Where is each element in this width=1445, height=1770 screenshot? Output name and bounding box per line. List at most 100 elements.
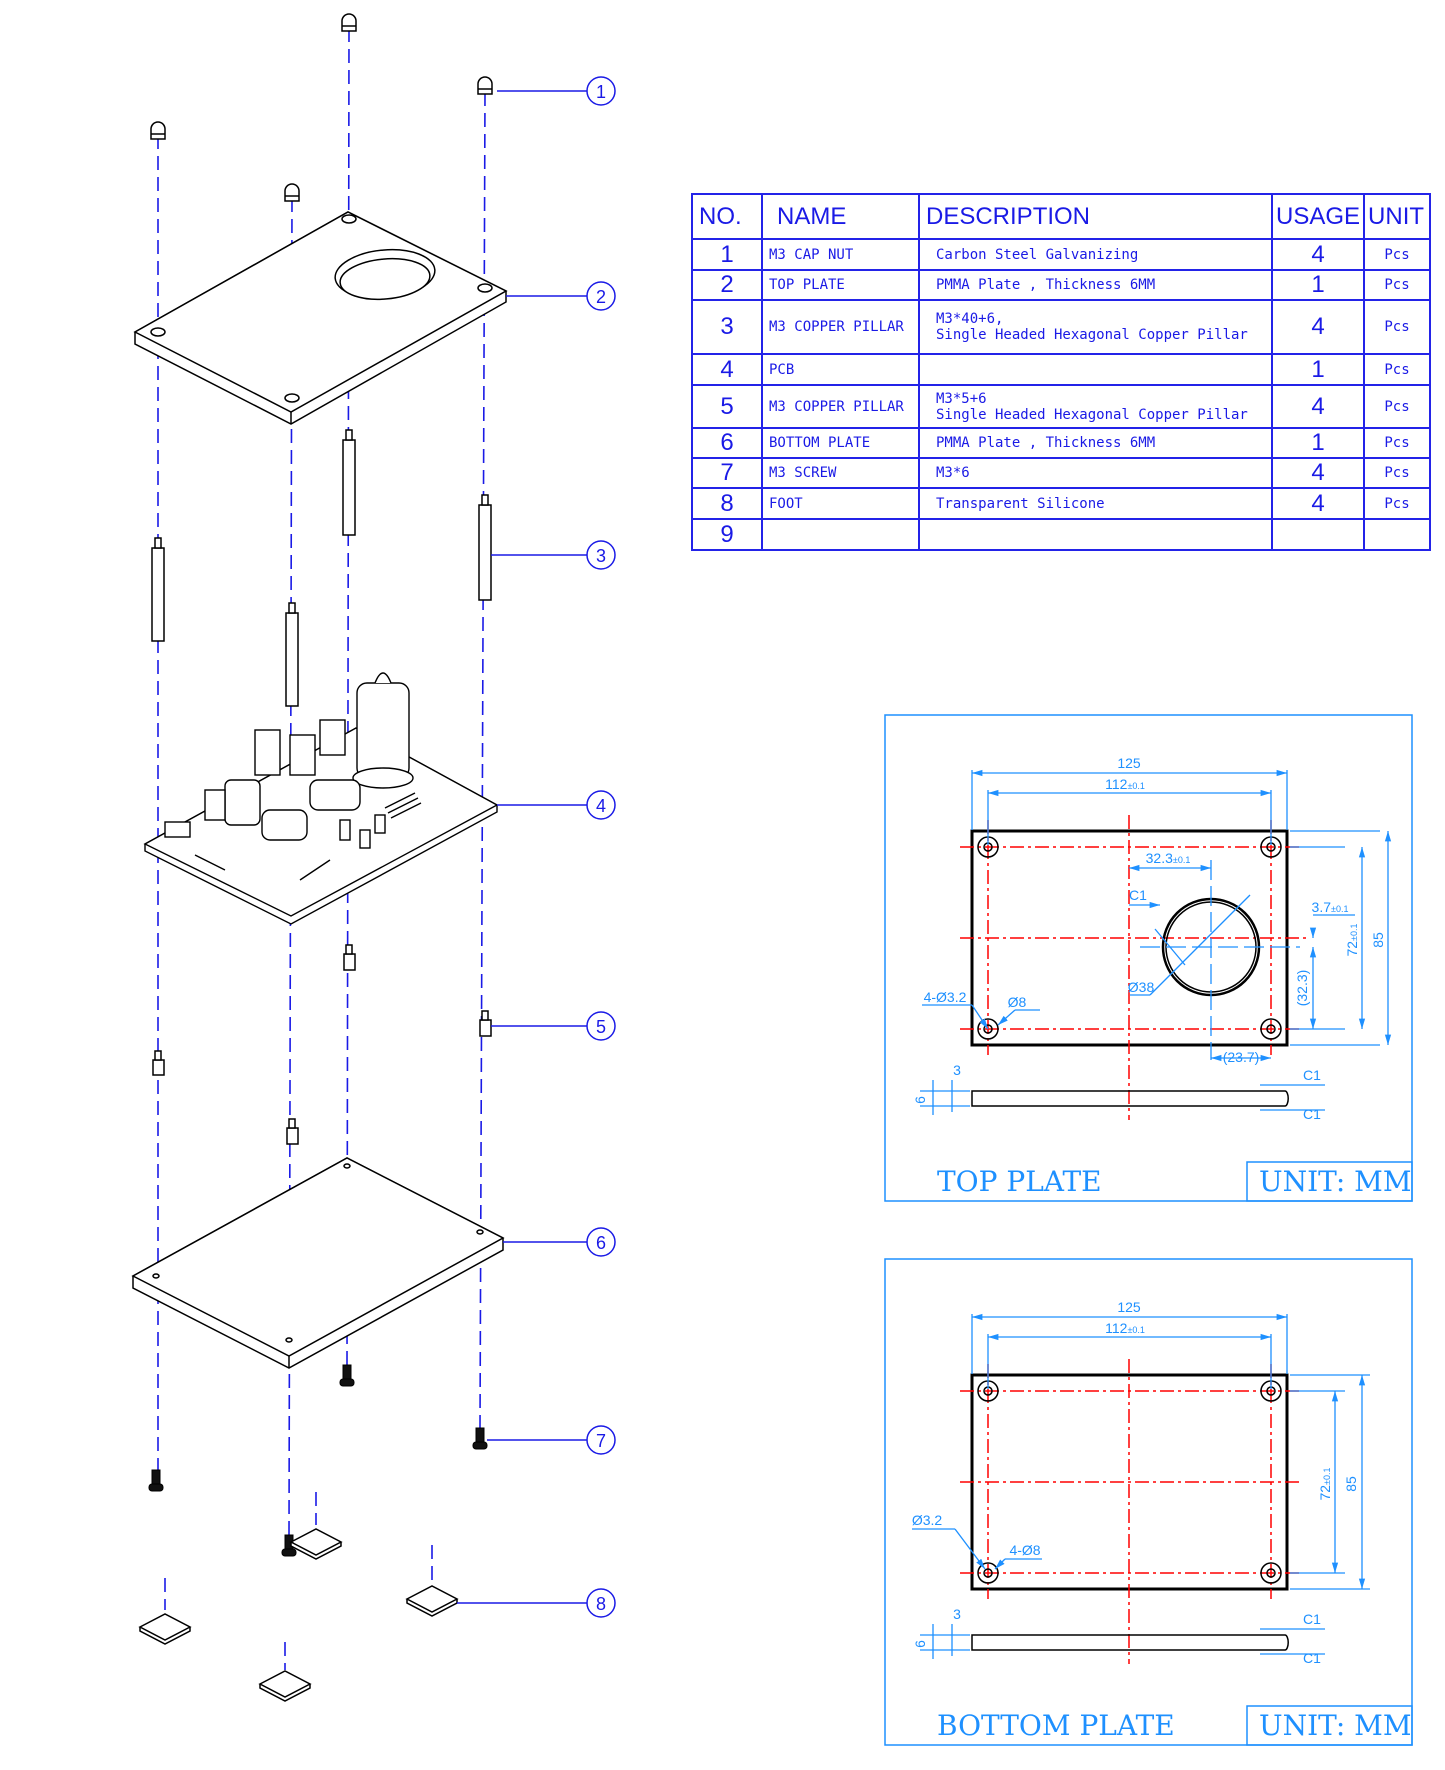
dim-chamfer-a: C1 — [1303, 1067, 1321, 1083]
dim-chamfer-a: C1 — [1303, 1611, 1321, 1627]
cell-unit: Pcs — [1363, 487, 1432, 520]
cell-usage: 1 — [1270, 269, 1366, 301]
callout-2: 2 — [596, 287, 606, 307]
callout-3: 3 — [596, 546, 606, 566]
cell-description: M3*40+6, Single Headed Hexagonal Copper … — [918, 299, 1273, 355]
dim-counterbore: 4-Ø8 — [1009, 1542, 1040, 1558]
cell-unit: Pcs — [1363, 384, 1432, 429]
cell-name: FOOT — [761, 487, 920, 520]
cell-name: PCB — [761, 353, 920, 386]
dim-thickness: 6 — [912, 1096, 928, 1104]
dim-ref-v: (32.3) — [1294, 970, 1310, 1007]
long-pillars — [151, 429, 492, 707]
dim-vert-offset: 3.7±0.1 — [1312, 899, 1349, 915]
cell-usage — [1270, 518, 1366, 551]
cell-description: Carbon Steel Galvanizing — [918, 238, 1273, 271]
cell-name: TOP PLATE — [761, 269, 920, 301]
top-plate-unit: UNIT: MM — [1259, 1165, 1412, 1198]
callout-7: 7 — [596, 1431, 606, 1451]
dim-width: 125 — [1117, 1299, 1141, 1315]
dim-width: 125 — [1117, 755, 1141, 771]
cell-no: 8 — [691, 487, 763, 520]
cell-unit: Pcs — [1363, 238, 1432, 271]
cell-no: 7 — [691, 457, 763, 489]
cell-usage: 4 — [1270, 238, 1366, 271]
cap-nuts — [150, 13, 493, 202]
cell-no: 3 — [691, 299, 763, 355]
cell-unit: Pcs — [1363, 427, 1432, 459]
dim-chamfer-b: C1 — [1303, 1106, 1321, 1122]
dim-ref-h: (23.7) — [1223, 1049, 1260, 1065]
cell-name: M3 CAP NUT — [761, 238, 920, 271]
bottom-plate-iso — [131, 1157, 505, 1369]
callout-6: 6 — [596, 1233, 606, 1253]
cell-no: 2 — [691, 269, 763, 301]
cell-unit: Pcs — [1363, 353, 1432, 386]
cell-usage: 1 — [1270, 427, 1366, 459]
dim-thickness: 6 — [912, 1640, 928, 1648]
cell-description: M3*5+6 Single Headed Hexagonal Copper Pi… — [918, 384, 1273, 429]
cell-no: 9 — [691, 518, 763, 551]
dim-height: 85 — [1343, 1476, 1359, 1492]
dim-height-span: 72±0.1 — [1317, 1467, 1333, 1500]
screws — [148, 1364, 488, 1557]
cell-name: M3 COPPER PILLAR — [761, 384, 920, 429]
cell-usage: 1 — [1270, 353, 1366, 386]
cell-no: 4 — [691, 353, 763, 386]
bottom-plate-unit: UNIT: MM — [1259, 1709, 1412, 1742]
dim-counterbore: Ø8 — [1008, 994, 1027, 1010]
cell-unit: Pcs — [1363, 299, 1432, 355]
dim-depth: 3 — [953, 1062, 961, 1078]
cell-name: M3 SCREW — [761, 457, 920, 489]
dim-depth: 3 — [953, 1606, 961, 1622]
table-row: 9 — [691, 518, 1432, 551]
dim-big-hole: Ø38 — [1128, 979, 1155, 995]
dim-chamfer: C1 — [1129, 887, 1147, 903]
cell-name — [761, 518, 920, 551]
cell-unit — [1363, 518, 1432, 551]
cell-name: M3 COPPER PILLAR — [761, 299, 920, 355]
cell-no: 5 — [691, 384, 763, 429]
dim-mount-holes: 4-Ø3.2 — [924, 989, 967, 1005]
cell-description: PMMA Plate , Thickness 6MM — [918, 269, 1273, 301]
top-plate-title: TOP PLATE — [937, 1165, 1102, 1198]
cell-description: PMMA Plate , Thickness 6MM — [918, 427, 1273, 459]
header-usage: USAGE — [1270, 193, 1366, 240]
cell-description — [918, 518, 1273, 551]
header-description: DESCRIPTION — [918, 193, 1273, 240]
dim-hole-offset: 32.3±0.1 — [1146, 850, 1191, 866]
feet — [138, 1528, 459, 1702]
cell-usage: 4 — [1270, 384, 1366, 429]
callout-8: 8 — [596, 1594, 606, 1614]
top-plate-drawing: 125 112±0.1 32.3±0.1 C1 3.7±0.1 Ø38 (23.… — [884, 714, 1413, 1202]
callout-5: 5 — [596, 1017, 606, 1037]
bottom-plate-title: BOTTOM PLATE — [937, 1709, 1175, 1742]
cell-description: M3*6 — [918, 457, 1273, 489]
cell-usage: 4 — [1270, 457, 1366, 489]
cell-no: 6 — [691, 427, 763, 459]
dim-hole: Ø3.2 — [912, 1512, 943, 1528]
cell-usage: 4 — [1270, 487, 1366, 520]
header-no: NO. — [691, 193, 763, 240]
callout-4: 4 — [596, 796, 606, 816]
dim-hole-span: 112±0.1 — [1105, 1320, 1145, 1336]
cell-usage: 4 — [1270, 299, 1366, 355]
dim-hole-span: 112±0.1 — [1105, 776, 1145, 792]
cell-unit: Pcs — [1363, 457, 1432, 489]
cell-description — [918, 353, 1273, 386]
table-header-row: NO. NAME DESCRIPTION USAGE UNIT — [691, 193, 1432, 240]
short-pillars — [152, 944, 492, 1145]
callouts — [457, 76, 616, 1618]
cell-name: BOTTOM PLATE — [761, 427, 920, 459]
